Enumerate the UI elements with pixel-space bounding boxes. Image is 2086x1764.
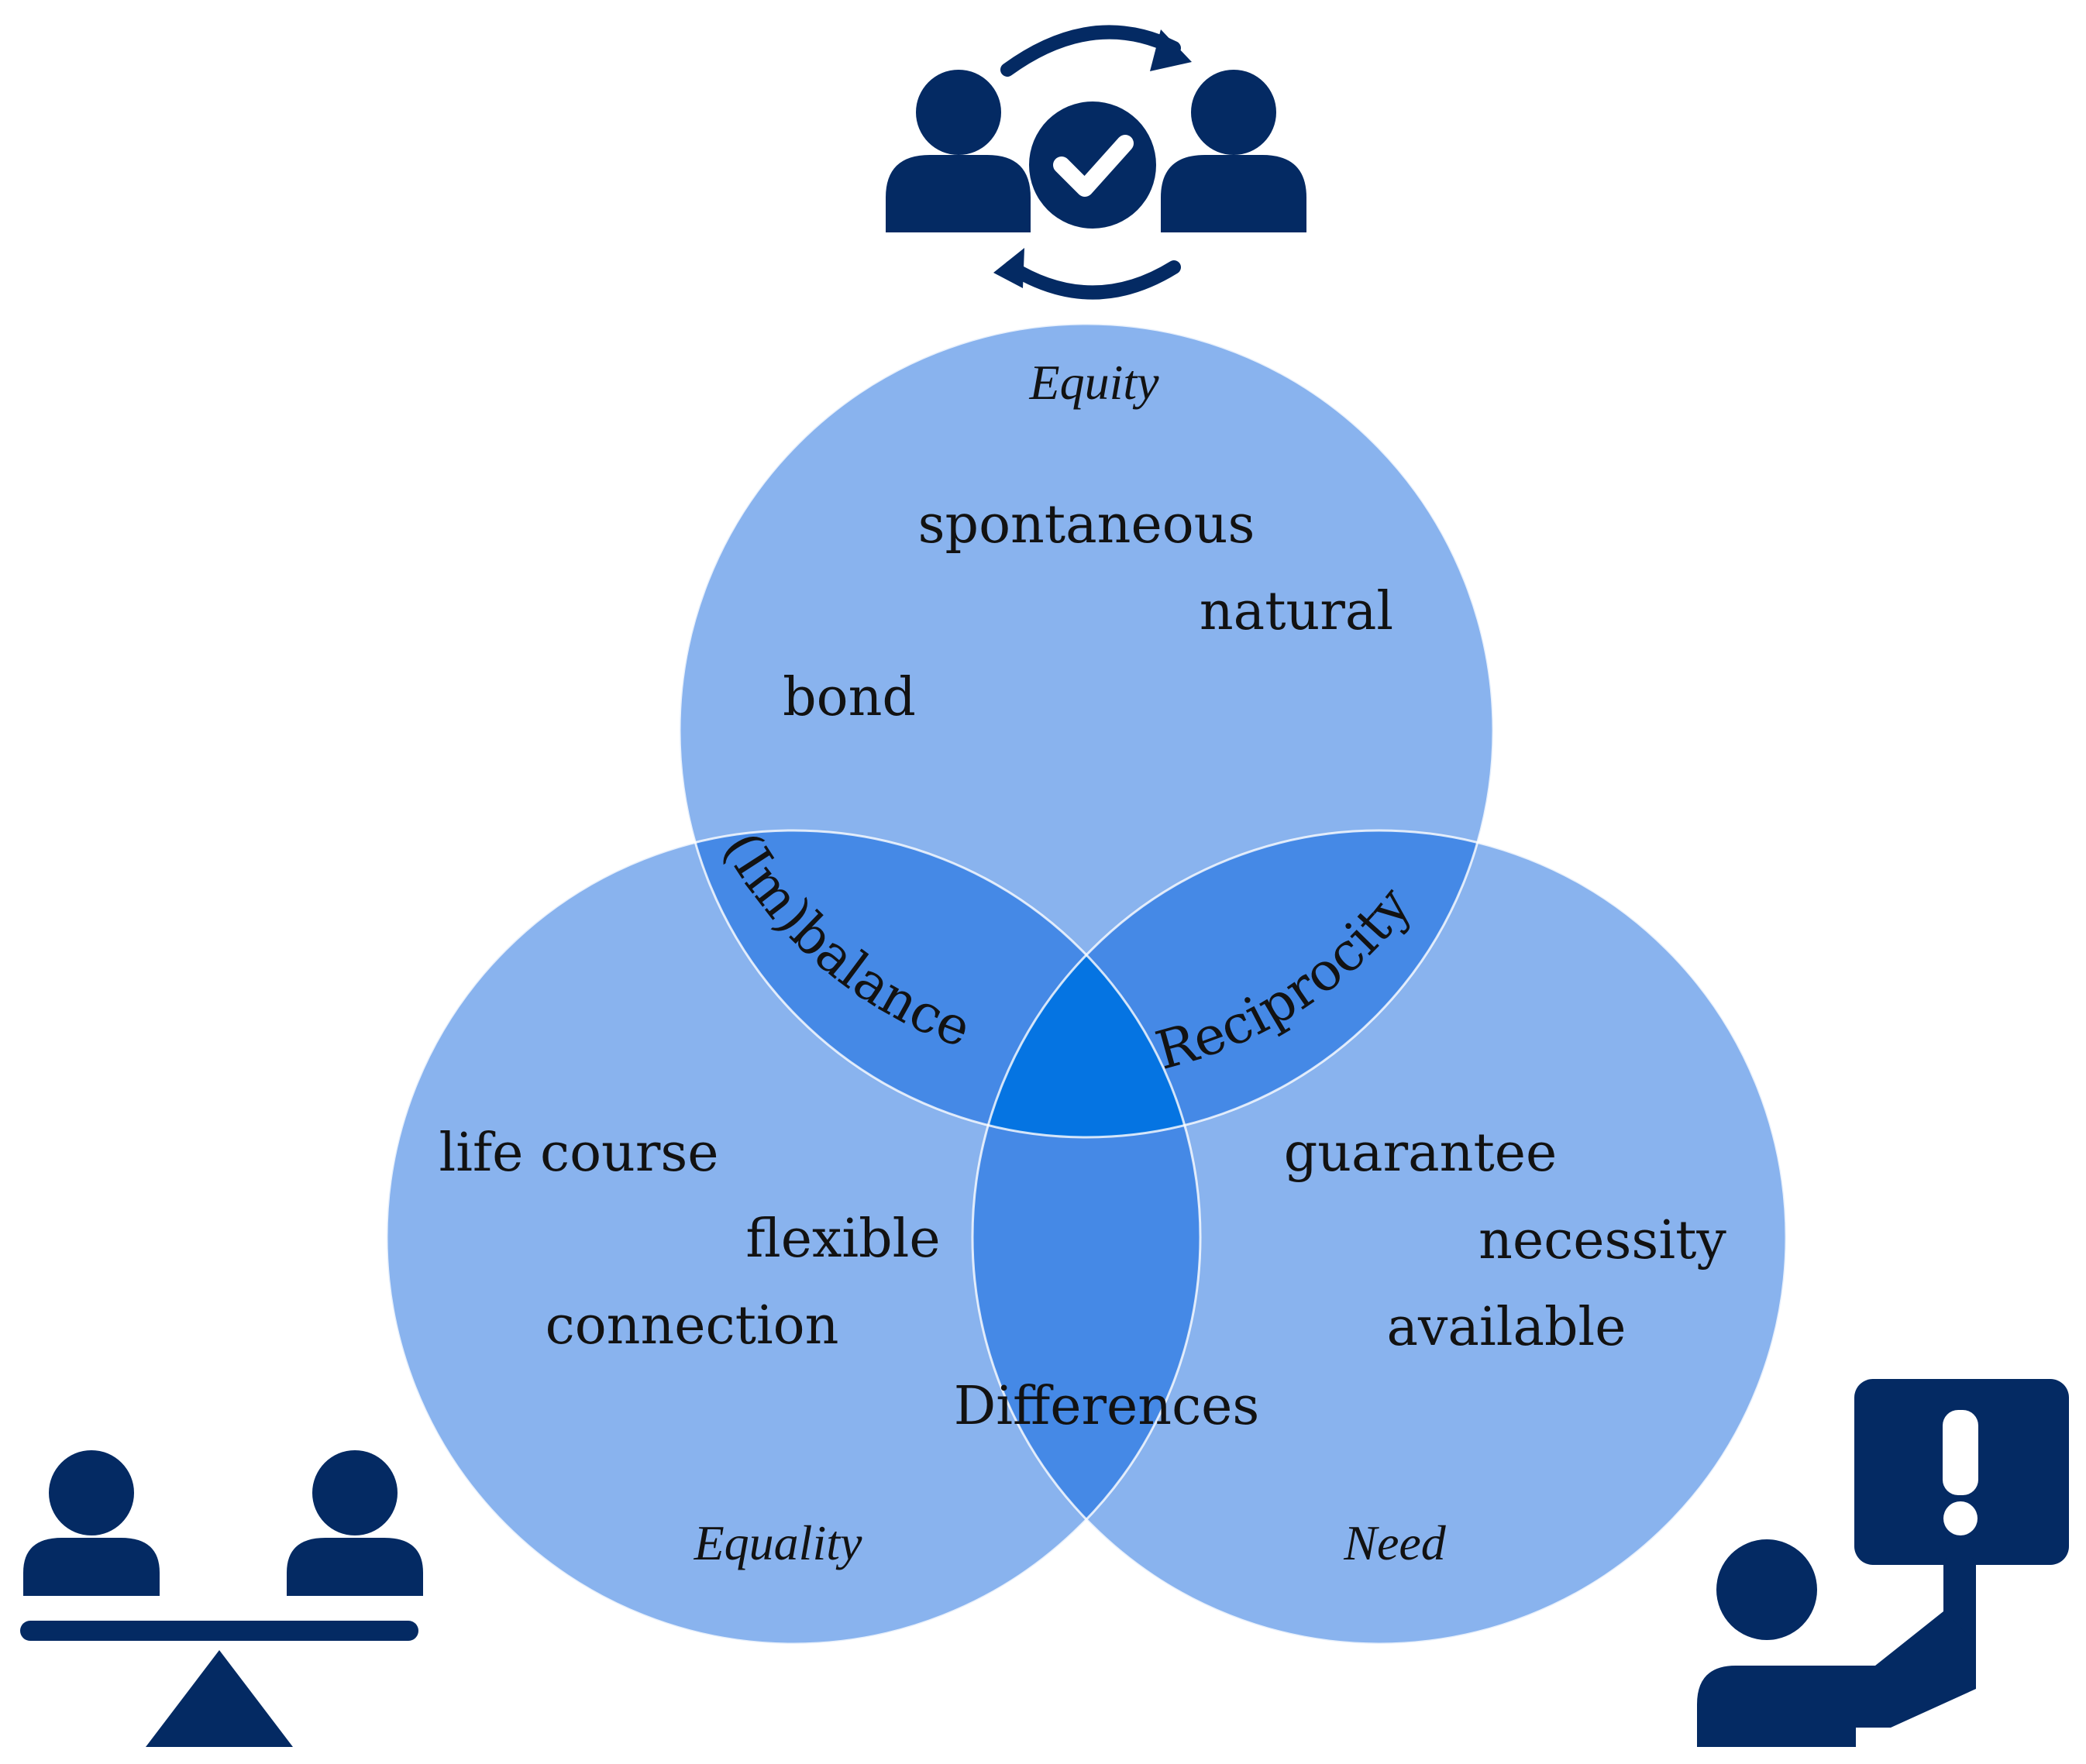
word-life-course: life course xyxy=(439,1123,719,1184)
label-need: Need xyxy=(1343,1515,1447,1570)
overlap-equity-need xyxy=(972,830,1493,1137)
person-alert-sign-icon xyxy=(1697,1379,2069,1747)
overlap-equity-equality xyxy=(680,830,1200,1137)
word-bond: bond xyxy=(783,667,916,728)
equality-scale-people-icon xyxy=(20,1450,423,1747)
label-equality: Equality xyxy=(694,1515,862,1570)
word-natural: natural xyxy=(1200,581,1393,642)
label-equity: Equity xyxy=(1028,355,1159,410)
word-guarantee: guarantee xyxy=(1284,1123,1558,1184)
word-flexible: flexible xyxy=(745,1209,940,1270)
label-differences: Differences xyxy=(954,1376,1260,1437)
people-exchange-check-icon xyxy=(886,25,1306,300)
word-connection: connection xyxy=(546,1295,839,1357)
word-spontaneous: spontaneous xyxy=(918,494,1255,555)
word-necessity: necessity xyxy=(1478,1210,1726,1271)
word-available: available xyxy=(1386,1297,1626,1358)
